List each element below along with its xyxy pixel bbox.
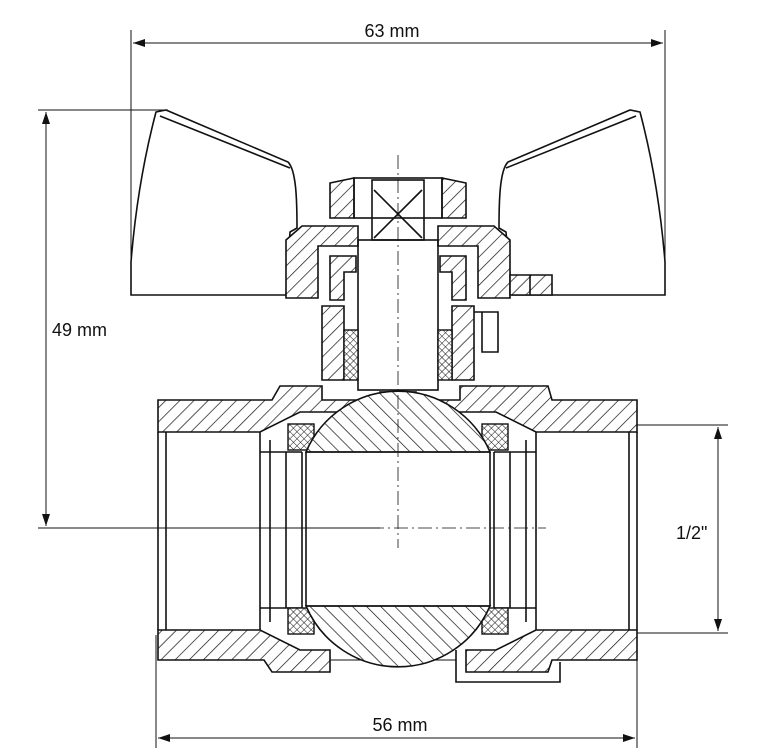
- dimension-right: 1/2": [540, 424, 728, 634]
- dimension-top: 63 mm: [130, 21, 666, 295]
- butterfly-handle: [130, 109, 666, 296]
- thread-size-label: 1/2": [676, 523, 707, 543]
- overall-width-label: 63 mm: [364, 21, 419, 41]
- valve-body: [157, 385, 638, 683]
- dimension-bottom: 56 mm: [155, 635, 638, 748]
- center-lines: [250, 155, 546, 548]
- body-length-label: 56 mm: [372, 715, 427, 735]
- bonnet: [321, 274, 553, 381]
- height-label: 49 mm: [52, 320, 107, 340]
- handle-hub: [285, 225, 511, 301]
